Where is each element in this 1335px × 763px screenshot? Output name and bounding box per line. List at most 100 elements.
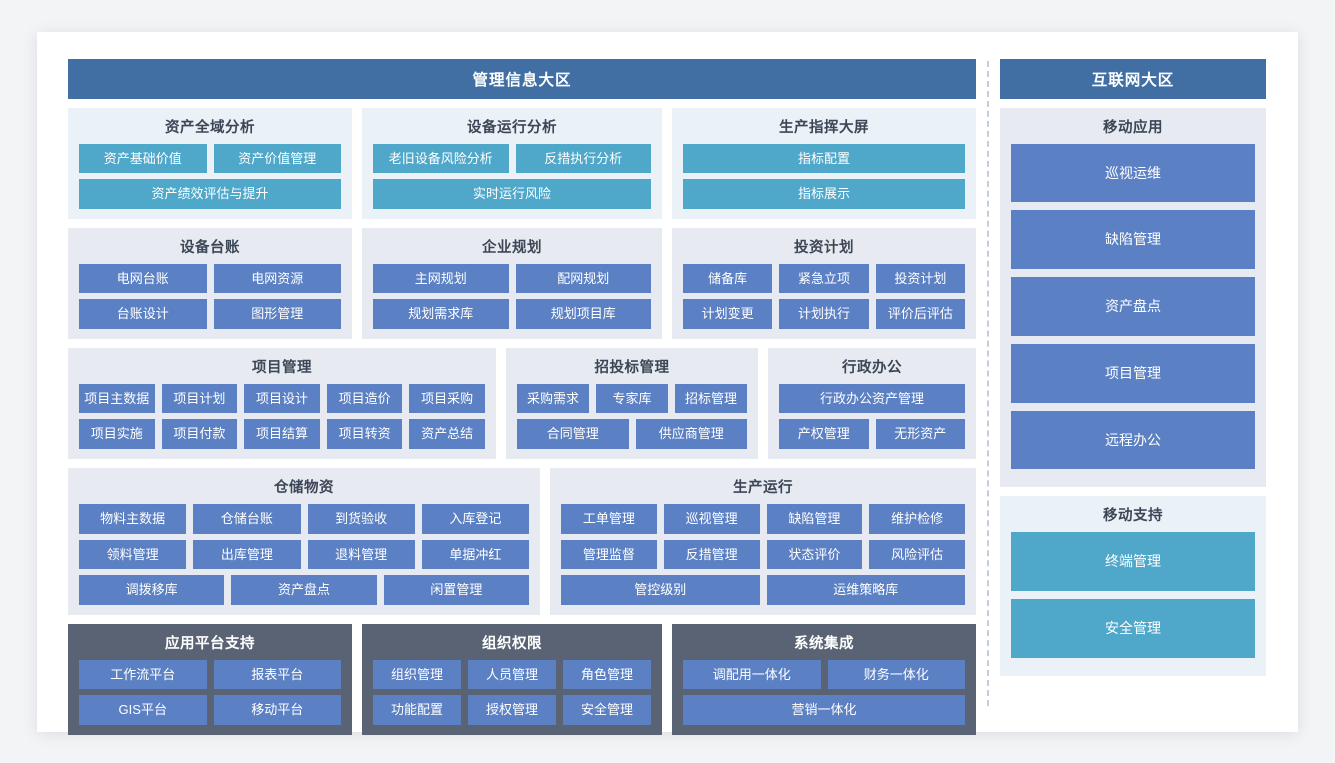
- tile[interactable]: 资产盘点: [1011, 277, 1255, 336]
- tile-row: 指标展示: [683, 179, 965, 209]
- group-warehouse-materials[interactable]: 仓储物资 物料主数据 仓储台账 到货验收 入库登记 领料管理 出库管理 退料管理…: [68, 468, 540, 615]
- tile[interactable]: 项目采购: [409, 383, 485, 414]
- tile-row: 领料管理 出库管理 退料管理 单据冲红: [79, 539, 529, 570]
- tile[interactable]: 项目转资: [326, 419, 403, 450]
- tile[interactable]: 巡视管理: [663, 504, 760, 534]
- tile[interactable]: 管控级别: [561, 575, 760, 605]
- tile[interactable]: 台账设计: [79, 299, 207, 329]
- tile[interactable]: 采购需求: [517, 383, 589, 414]
- tile[interactable]: 闲置管理: [383, 575, 529, 605]
- tile[interactable]: 移动平台: [213, 695, 341, 726]
- tile[interactable]: 电网台账: [79, 263, 207, 294]
- tile[interactable]: 电网资源: [213, 263, 341, 294]
- tile[interactable]: 反措管理: [663, 539, 760, 570]
- tile[interactable]: 反措执行分析: [515, 143, 651, 174]
- group-bidding-management[interactable]: 招投标管理 采购需求 专家库 招标管理 合同管理 供应商管理: [506, 347, 758, 460]
- tile[interactable]: GIS平台: [79, 695, 207, 726]
- tile[interactable]: 营销一体化: [683, 695, 965, 726]
- tile[interactable]: 项目实施: [79, 419, 155, 450]
- group-production-command-screen[interactable]: 生产指挥大屏 指标配置 指标展示: [672, 107, 976, 219]
- tile[interactable]: 无形资产: [875, 419, 965, 450]
- tile[interactable]: 终端管理: [1011, 532, 1255, 592]
- tile[interactable]: 产权管理: [779, 419, 869, 450]
- tile[interactable]: 资产基础价值: [79, 143, 207, 174]
- tile[interactable]: 项目主数据: [79, 383, 155, 414]
- tile[interactable]: 维护检修: [869, 504, 965, 534]
- tile[interactable]: 缺陷管理: [1011, 210, 1255, 270]
- tile[interactable]: 行政办公资产管理: [779, 383, 965, 414]
- tile[interactable]: 招标管理: [675, 383, 747, 414]
- group-application-platform-support[interactable]: 应用平台支持 工作流平台 报表平台 GIS平台 移动平台: [68, 623, 352, 736]
- tile[interactable]: 指标展示: [683, 179, 965, 209]
- tile[interactable]: 领料管理: [79, 539, 187, 570]
- tile[interactable]: 财务一体化: [827, 659, 965, 690]
- tile[interactable]: 供应商管理: [635, 419, 747, 450]
- tile[interactable]: 状态评价: [766, 539, 863, 570]
- group-administrative-office[interactable]: 行政办公 行政办公资产管理 产权管理 无形资产: [768, 347, 976, 460]
- group-system-integration[interactable]: 系统集成 调配用一体化 财务一体化 营销一体化: [672, 623, 976, 736]
- tile[interactable]: 专家库: [596, 383, 668, 414]
- tile[interactable]: 规划项目库: [515, 299, 651, 329]
- tile[interactable]: 紧急立项: [779, 263, 869, 294]
- tile[interactable]: 评价后评估: [875, 299, 965, 329]
- tile[interactable]: 组织管理: [373, 659, 461, 690]
- tile[interactable]: 资产绩效评估与提升: [79, 179, 341, 209]
- tile[interactable]: 资产盘点: [231, 575, 377, 605]
- tile[interactable]: 项目计划: [161, 383, 238, 414]
- group-equipment-operation-analysis[interactable]: 设备运行分析 老旧设备风险分析 反措执行分析 实时运行风险: [362, 107, 662, 219]
- tile[interactable]: 运维策略库: [766, 575, 965, 605]
- group-title: 设备运行分析: [467, 119, 557, 136]
- group-mobile-support[interactable]: 移动支持 终端管理 安全管理: [1000, 496, 1266, 677]
- tile[interactable]: 项目造价: [326, 383, 403, 414]
- tile[interactable]: 出库管理: [193, 539, 301, 570]
- group-mobile-application[interactable]: 移动应用 巡视运维 缺陷管理 资产盘点 项目管理 远程办公: [1000, 107, 1266, 488]
- tile[interactable]: 项目付款: [161, 419, 238, 450]
- tile[interactable]: 到货验收: [307, 504, 415, 534]
- tile[interactable]: 仓储台账: [193, 504, 301, 534]
- tile[interactable]: 缺陷管理: [766, 504, 863, 534]
- tile[interactable]: 功能配置: [373, 695, 461, 726]
- tile[interactable]: 授权管理: [468, 695, 556, 726]
- group-enterprise-planning[interactable]: 企业规划 主网规划 配网规划 规划需求库 规划项目库: [362, 227, 662, 339]
- tile[interactable]: 项目设计: [244, 383, 320, 414]
- tile[interactable]: 指标配置: [683, 143, 965, 174]
- tile[interactable]: 巡视运维: [1011, 143, 1255, 203]
- tile[interactable]: 图形管理: [213, 299, 341, 329]
- tile[interactable]: 安全管理: [1011, 599, 1255, 659]
- tile[interactable]: 项目结算: [244, 419, 320, 450]
- tile[interactable]: 退料管理: [307, 539, 415, 570]
- tile[interactable]: 资产总结: [409, 419, 485, 450]
- tile[interactable]: 计划执行: [779, 299, 869, 329]
- tile[interactable]: 报表平台: [213, 659, 341, 690]
- tile[interactable]: 老旧设备风险分析: [373, 143, 509, 174]
- tile[interactable]: 主网规划: [373, 263, 509, 294]
- tile[interactable]: 资产价值管理: [213, 143, 341, 174]
- tile[interactable]: 计划变更: [683, 299, 773, 329]
- group-production-operation[interactable]: 生产运行 工单管理 巡视管理 缺陷管理 维护检修 管理监督 反措管理 状态评价 …: [550, 468, 976, 615]
- tile[interactable]: 项目管理: [1011, 343, 1255, 403]
- tile[interactable]: 投资计划: [875, 263, 965, 294]
- tile[interactable]: 风险评估: [869, 539, 965, 570]
- tile[interactable]: 调拨移库: [79, 575, 225, 605]
- tile[interactable]: 人员管理: [468, 659, 556, 690]
- tile[interactable]: 管理监督: [561, 539, 657, 570]
- tile[interactable]: 规划需求库: [373, 299, 509, 329]
- tile[interactable]: 储备库: [683, 263, 773, 294]
- group-investment-plan[interactable]: 投资计划 储备库 紧急立项 投资计划 计划变更 计划执行 评价后评估: [672, 227, 976, 339]
- tile[interactable]: 工作流平台: [79, 659, 207, 690]
- tile[interactable]: 实时运行风险: [373, 179, 651, 209]
- tile[interactable]: 远程办公: [1011, 410, 1255, 470]
- tile[interactable]: 合同管理: [517, 419, 629, 450]
- tile[interactable]: 配网规划: [515, 263, 651, 294]
- group-equipment-ledger[interactable]: 设备台账 电网台账 电网资源 台账设计 图形管理: [68, 227, 352, 339]
- tile[interactable]: 单据冲红: [421, 539, 529, 570]
- group-asset-global-analysis[interactable]: 资产全域分析 资产基础价值 资产价值管理 资产绩效评估与提升: [68, 107, 352, 219]
- group-project-management[interactable]: 项目管理 项目主数据 项目计划 项目设计 项目造价 项目采购 项目实施 项目付款…: [68, 347, 496, 460]
- group-organization-permission[interactable]: 组织权限 组织管理 人员管理 角色管理 功能配置 授权管理 安全管理: [362, 623, 662, 736]
- tile[interactable]: 入库登记: [421, 504, 529, 534]
- tile[interactable]: 工单管理: [561, 504, 657, 534]
- tile[interactable]: 调配用一体化: [683, 659, 821, 690]
- tile[interactable]: 物料主数据: [79, 504, 187, 534]
- tile[interactable]: 安全管理: [563, 695, 651, 726]
- tile[interactable]: 角色管理: [563, 659, 651, 690]
